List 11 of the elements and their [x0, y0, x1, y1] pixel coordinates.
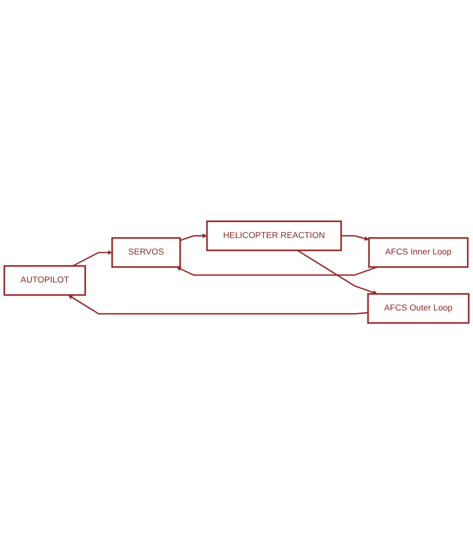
arrow — [341, 235, 370, 241]
arrow — [180, 233, 208, 242]
node-box: HELICOPTER REACTION — [206, 220, 342, 252]
arrow — [68, 294, 368, 314]
node-box: AUTOPILOT — [4, 265, 86, 296]
node-box: SERVOS — [111, 237, 181, 268]
arrow — [297, 250, 378, 295]
arrow — [72, 250, 112, 266]
node-box: AFCS Inner Loop — [368, 237, 469, 268]
arrow — [176, 266, 378, 276]
node-box: AFCS Outer Loop — [367, 292, 470, 324]
